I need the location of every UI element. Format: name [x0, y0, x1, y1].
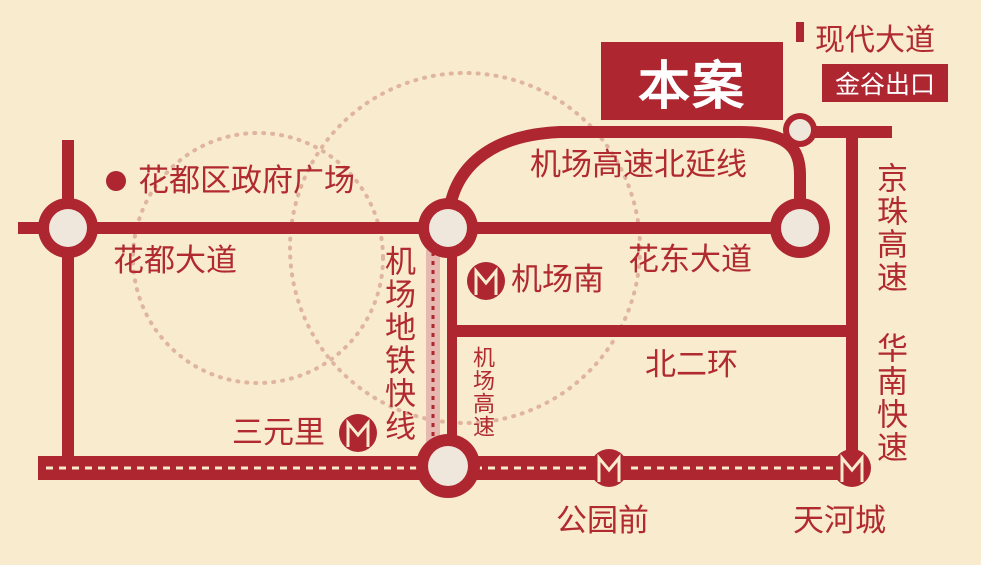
airport-expressway-label: 机场高速 — [469, 346, 494, 438]
radius-ring-left — [131, 131, 385, 385]
xiandai-avenue-label: 现代大道 — [815, 23, 935, 58]
tianhecheng-station-label: 天河城 — [793, 503, 886, 539]
airport-metro-express-line — [426, 250, 440, 462]
airport-metro-express-label: 机场地铁快线 — [379, 245, 415, 443]
metro-icon-tianhecheng — [833, 449, 871, 487]
sanyuanli-station-label: 三元里 — [232, 415, 325, 451]
location-dot-icon — [106, 171, 126, 191]
metro-icon-gongyuanqian — [590, 449, 628, 487]
beierhuan-label: 北二环 — [645, 347, 738, 383]
jingzhu-expressway-label: 京珠高速 — [871, 162, 907, 294]
airport-expressway-north-ext-label: 机场高速北延线 — [530, 147, 747, 183]
metro-icon-airport-south — [467, 262, 505, 300]
radius-ring-right — [288, 71, 642, 425]
gongyuanqian-station-label: 公园前 — [556, 503, 649, 539]
airport-south-station-label: 机场南 — [511, 262, 604, 298]
project-marker: 本案 — [601, 42, 783, 120]
huadong-avenue-label: 花东大道 — [628, 242, 752, 278]
gov-square-label: 花都区政府广场 — [138, 163, 355, 199]
huanan-expressway-label: 华南快速 — [871, 332, 907, 464]
airport-expressway-north-ext-road — [442, 126, 806, 229]
junction-nodes — [38, 113, 830, 498]
metro-icon-sanyuanli — [339, 414, 377, 452]
jingu-exit-badge: 金谷出口 — [822, 64, 948, 102]
huadu-avenue-label: 花都大道 — [113, 243, 237, 279]
